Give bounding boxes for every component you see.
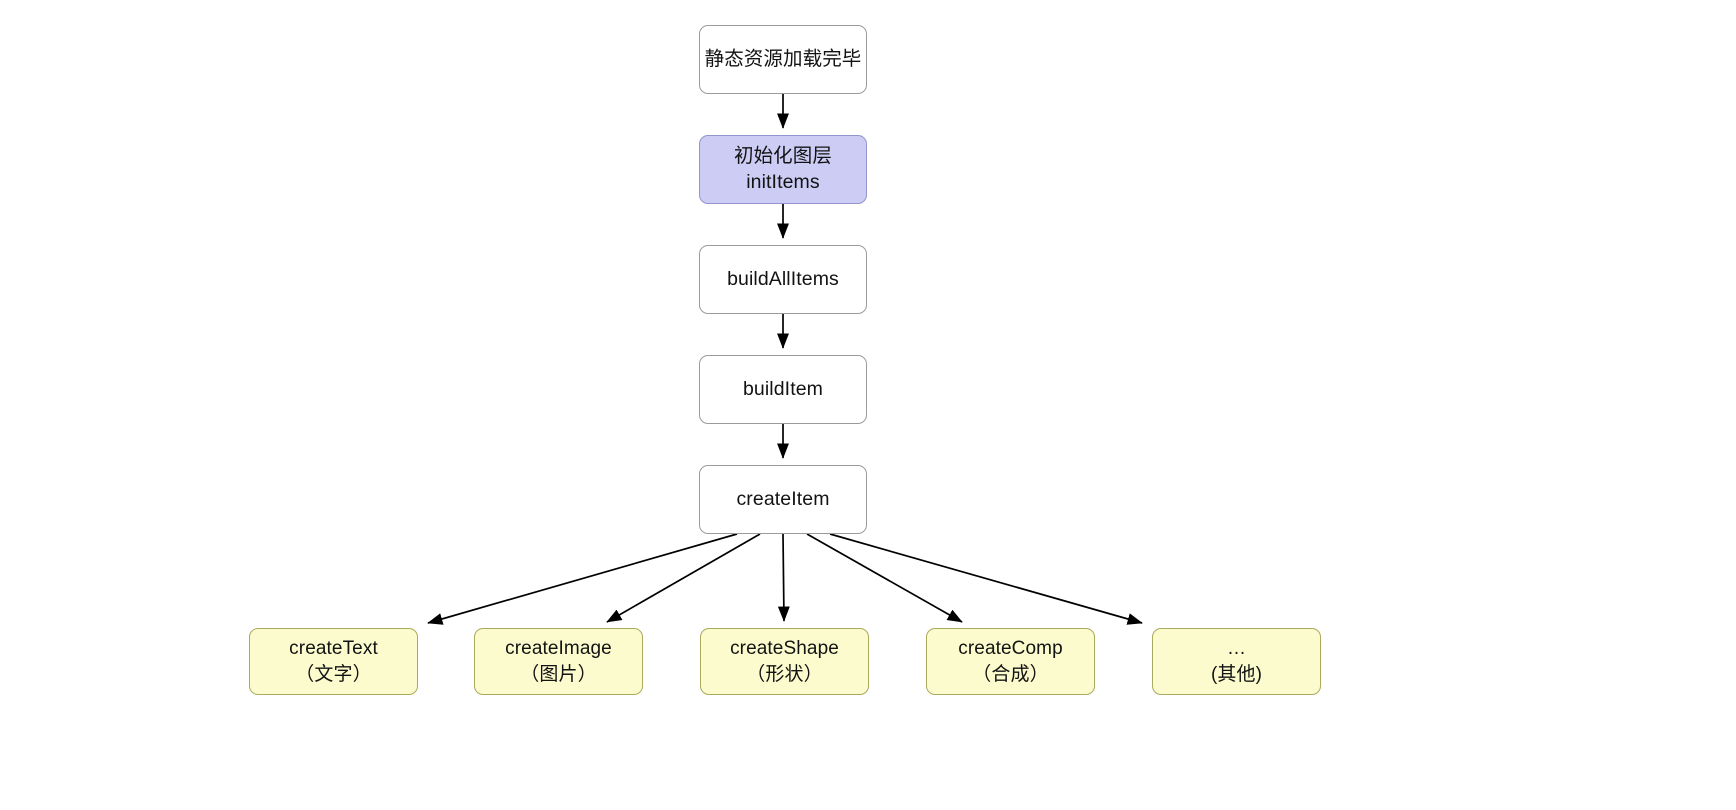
node-label: createImage bbox=[505, 638, 612, 660]
edge-create-item-to-create-shape bbox=[777, 533, 790, 622]
node-build-item[interactable]: buildItem bbox=[699, 355, 867, 424]
node-label: buildAllItems bbox=[727, 267, 839, 290]
node-build-all-items[interactable]: buildAllItems bbox=[699, 245, 867, 314]
edge-create-item-to-create-comp bbox=[806, 533, 963, 623]
node-label: createComp bbox=[958, 638, 1063, 660]
node-static-loaded[interactable]: 静态资源加载完毕 bbox=[699, 25, 867, 94]
node-label: （图片） bbox=[520, 663, 597, 685]
node-label: （形状） bbox=[746, 663, 823, 685]
node-label: 静态资源加载完毕 bbox=[704, 47, 862, 70]
node-create-shape[interactable]: createShape （形状） bbox=[700, 628, 869, 695]
node-label: createText bbox=[289, 638, 378, 660]
node-label: … bbox=[1226, 638, 1247, 660]
node-create-item[interactable]: createItem bbox=[699, 465, 867, 534]
node-label: (其他) bbox=[1210, 663, 1263, 685]
node-label: createShape bbox=[730, 638, 839, 660]
node-create-image[interactable]: createImage （图片） bbox=[474, 628, 643, 695]
node-create-text[interactable]: createText （文字） bbox=[249, 628, 418, 695]
node-create-comp[interactable]: createComp （合成） bbox=[926, 628, 1095, 695]
node-label: 初始化图层 bbox=[733, 144, 832, 167]
node-label: buildItem bbox=[742, 377, 824, 400]
edge-create-item-to-create-image bbox=[606, 533, 761, 623]
node-label: （合成） bbox=[972, 663, 1049, 685]
node-label: （文字） bbox=[295, 663, 372, 685]
node-create-other[interactable]: … (其他) bbox=[1152, 628, 1321, 695]
edge-create-item-to-create-other bbox=[829, 533, 1143, 625]
node-init-items[interactable]: 初始化图层 initItems bbox=[699, 135, 867, 204]
node-label: initItems bbox=[746, 170, 820, 193]
edge-create-item-to-create-text bbox=[427, 533, 738, 625]
node-label: createItem bbox=[736, 487, 830, 510]
